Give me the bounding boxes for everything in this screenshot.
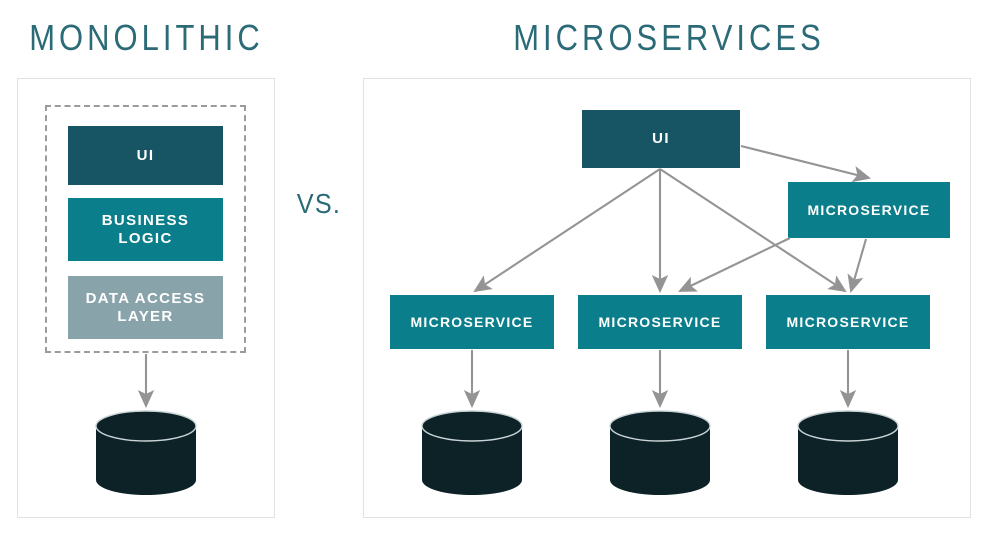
monolith-layer-business-logic-label: BUSINESS LOGIC	[102, 212, 190, 247]
monolith-layer-data-access[interactable]: DATA ACCESS LAYER	[68, 276, 223, 339]
business-logic-line-2: LOGIC	[118, 229, 173, 247]
monolithic-title: MONOLITHIC	[29, 17, 264, 58]
microservices-ui-label: UI	[652, 130, 670, 148]
business-logic-line-1: BUSINESS	[101, 211, 190, 229]
monolith-layer-ui[interactable]: UI	[68, 126, 223, 185]
microservice-bottom-3[interactable]: MICROSERVICE	[766, 295, 930, 349]
versus-label: VS.	[296, 188, 342, 219]
microservice-bottom-1-label: MICROSERVICE	[410, 313, 534, 330]
monolith-layer-business-logic[interactable]: BUSINESS LOGIC	[68, 198, 223, 261]
monolith-layer-data-access-label: DATA ACCESS LAYER	[86, 290, 206, 325]
microservice-bottom-2[interactable]: MICROSERVICE	[578, 295, 742, 349]
microservice-right-top-label: MICROSERVICE	[807, 201, 931, 218]
monolith-database-icon	[95, 410, 197, 495]
microservices-ui-box[interactable]: UI	[582, 110, 740, 168]
microservices-title: MICROSERVICES	[513, 17, 825, 58]
microservice-database-1-icon	[421, 410, 523, 495]
microservice-database-3-icon	[797, 410, 899, 495]
microservice-right-top[interactable]: MICROSERVICE	[788, 182, 950, 238]
microservice-bottom-2-label: MICROSERVICE	[598, 313, 722, 330]
monolithic-application-boundary	[45, 105, 246, 353]
monolith-layer-ui-label: UI	[136, 146, 155, 164]
microservice-bottom-1[interactable]: MICROSERVICE	[390, 295, 554, 349]
data-access-line-2: LAYER	[117, 307, 174, 325]
microservice-database-2-icon	[609, 410, 711, 495]
microservice-bottom-3-label: MICROSERVICE	[786, 313, 910, 330]
data-access-line-1: DATA ACCESS	[85, 289, 206, 307]
